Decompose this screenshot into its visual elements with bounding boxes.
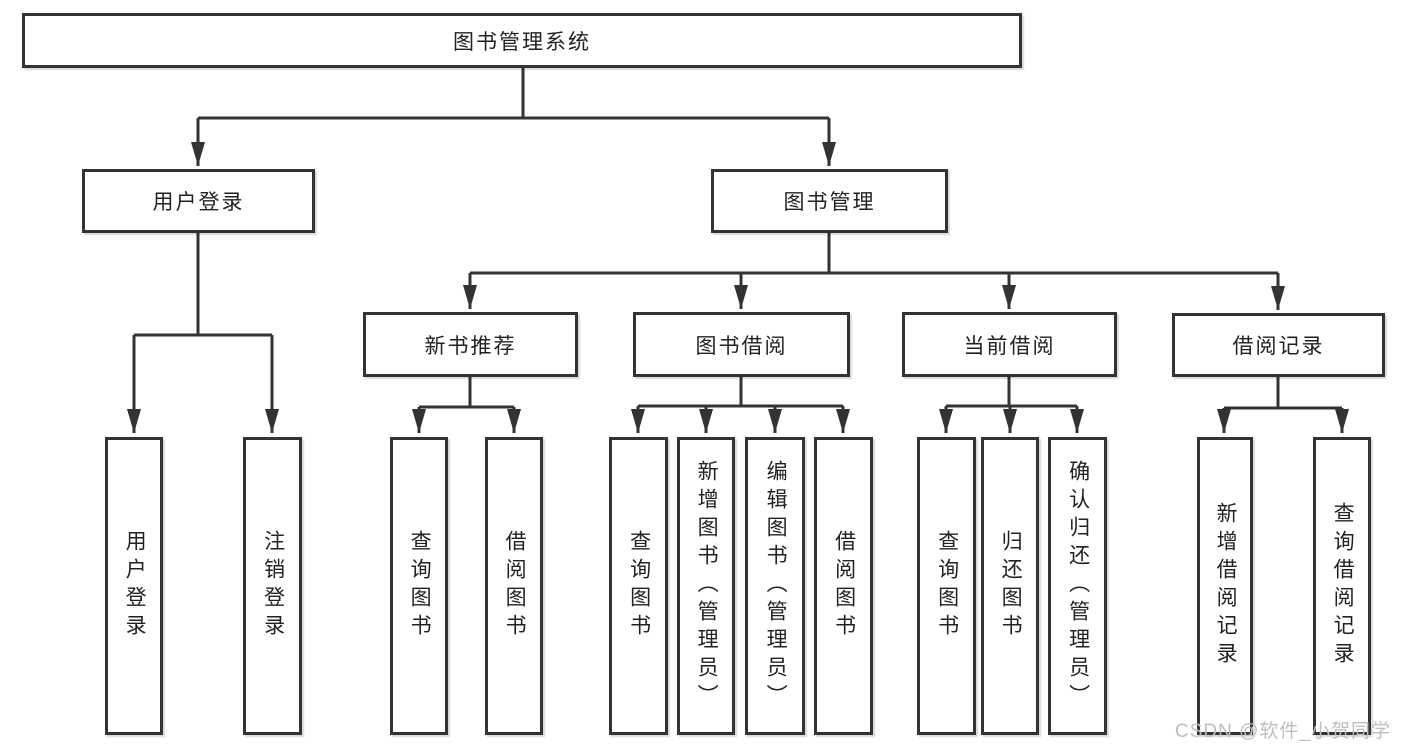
csdn-watermark: CSDN @软件_小贺同学	[1175, 721, 1391, 742]
leaf-return-books: 归还图书	[981, 437, 1039, 735]
leaf-query-borrow-record: 查询借阅记录	[1313, 437, 1371, 735]
node-label: 编辑图书（管理员）	[764, 460, 788, 712]
node-label: 查询图书	[408, 530, 432, 642]
leaf-query-books-3: 查询图书	[917, 437, 976, 735]
leaf-confirm-return-admin: 确认归还（管理员）	[1048, 437, 1107, 735]
leaf-borrow-books-1: 借阅图书	[485, 437, 543, 735]
node-borrowing-records: 借阅记录	[1172, 313, 1385, 377]
node-label: 图书借阅	[695, 334, 788, 358]
node-book-management: 图书管理	[711, 169, 948, 233]
node-new-book-recommendation: 新书推荐	[363, 312, 578, 377]
leaf-logout: 注销登录	[243, 437, 302, 735]
leaf-add-books-admin: 新增图书（管理员）	[677, 437, 735, 735]
node-label: 用户登录	[152, 191, 245, 214]
node-user-login: 用户登录	[82, 169, 315, 233]
node-label: 借阅记录	[1232, 335, 1325, 358]
leaf-query-books-1: 查询图书	[390, 437, 448, 735]
node-label: 图书管理系统	[453, 30, 591, 54]
leaf-add-borrow-record: 新增借阅记录	[1197, 437, 1253, 735]
node-label: 新书推荐	[424, 334, 517, 358]
node-book-borrowing: 图书借阅	[633, 312, 850, 377]
node-label: 新增图书（管理员）	[695, 460, 719, 712]
node-current-borrowing: 当前借阅	[902, 312, 1117, 377]
node-label: 查询图书	[627, 530, 651, 642]
node-label: 图书管理	[783, 191, 876, 214]
leaf-edit-books-admin: 编辑图书（管理员）	[745, 437, 805, 735]
node-label: 归还图书	[999, 530, 1023, 642]
node-label: 借阅图书	[503, 530, 527, 642]
leaf-borrow-books-2: 借阅图书	[814, 437, 873, 735]
leaf-query-books-2: 查询图书	[609, 437, 668, 735]
node-label: 查询图书	[935, 530, 959, 642]
leaf-user-login: 用户登录	[105, 437, 163, 735]
node-label: 查询借阅记录	[1331, 502, 1355, 670]
node-library-management-system: 图书管理系统	[22, 13, 1022, 68]
node-label: 当前借阅	[963, 334, 1056, 358]
node-label: 新增借阅记录	[1214, 502, 1238, 670]
node-label: 确认归还（管理员）	[1066, 460, 1090, 712]
node-label: 注销登录	[261, 530, 285, 642]
node-label: 借阅图书	[832, 530, 856, 642]
node-label: 用户登录	[123, 530, 147, 642]
